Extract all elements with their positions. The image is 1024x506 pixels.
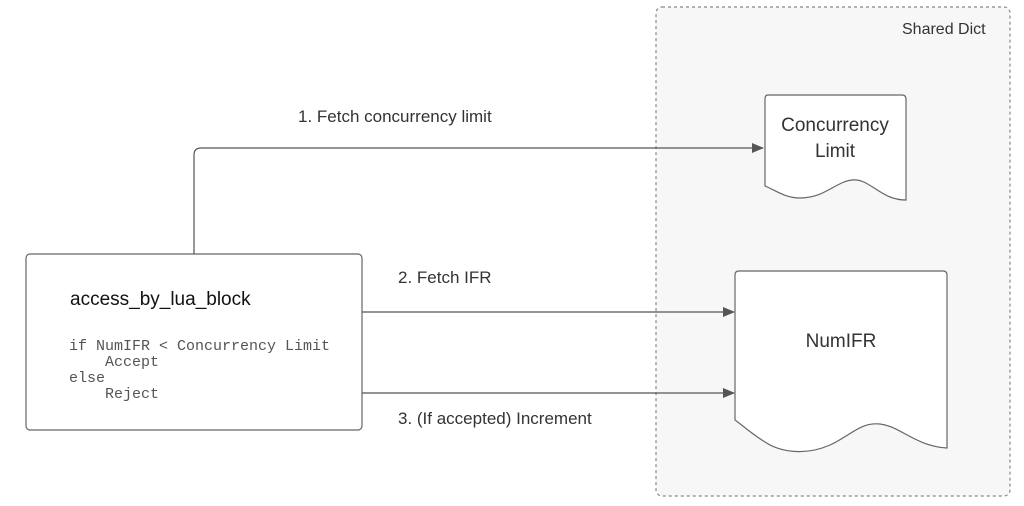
code-snippet: if NumIFR < Concurrency Limit Accept els… (69, 339, 330, 403)
code-line-condition: if NumIFR < Concurrency Limit (69, 338, 331, 355)
edge-label-fetch-ifr: 2. Fetch IFR (398, 268, 492, 287)
shared-dict-title: Shared Dict (902, 21, 986, 38)
concurrency-limit-label: Concurrency Limit (781, 115, 889, 162)
concurrency-limit-document (764, 94, 907, 201)
edge-label-increment: 3. (If accepted) Increment (398, 409, 592, 428)
num-ifr-document (734, 270, 948, 453)
code-line-accept: Accept (105, 354, 160, 371)
arrow-fetch-limit (193, 143, 764, 254)
edge-label-fetch-limit: 1. Fetch concurrency limit (298, 107, 492, 126)
code-line-else: else (69, 370, 106, 387)
block-title: access_by_lua_block (70, 289, 251, 310)
code-line-reject: Reject (105, 386, 160, 403)
num-ifr-label: NumIFR (805, 331, 877, 352)
